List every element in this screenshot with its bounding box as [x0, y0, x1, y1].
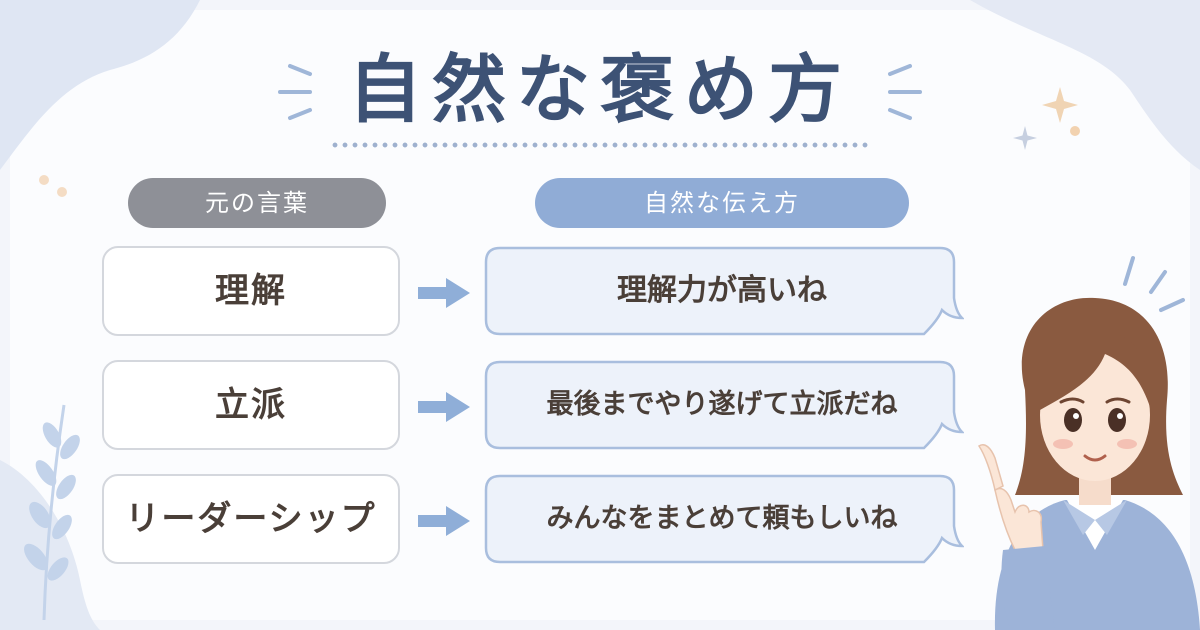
original-word-box: 理解: [102, 246, 400, 336]
natural-expression-text: 最後までやり遂げて立派だね: [546, 389, 898, 420]
background-blob-top-right: [970, 0, 1200, 170]
leaf-icon: [24, 404, 80, 621]
speech-bubble-icon: [484, 246, 964, 336]
sparkle-icon: [1013, 126, 1037, 150]
sparkle-dot-icon: [39, 175, 67, 197]
original-word-box: 立派: [102, 360, 400, 450]
original-word-box: リーダーシップ: [102, 474, 400, 564]
header-original-words: 元の言葉: [128, 178, 386, 228]
arrow-right-icon: [418, 278, 470, 308]
title-emphasis-right-icon: [888, 64, 922, 120]
background-blob-bottom-left: [0, 460, 100, 630]
natural-expression-text: 理解力が高いね: [617, 273, 827, 308]
sparkle-icon: [1042, 87, 1078, 123]
natural-expression-text: みんなをまとめて頼もしいね: [546, 503, 898, 534]
speech-bubble-icon: [484, 360, 964, 450]
speech-bubble: 最後までやり遂げて立派だね: [484, 360, 964, 450]
speech-bubble-icon: [484, 474, 964, 564]
page-title: 自然な褒め方: [348, 47, 852, 133]
title-dotted-divider: [330, 142, 870, 148]
arrow-right-icon: [418, 392, 470, 422]
header-natural-expression: 自然な伝え方: [535, 178, 909, 228]
speech-bubble: 理解力が高いね: [484, 246, 964, 336]
title-emphasis-left-icon: [278, 64, 312, 120]
woman-pointing-illustration: [977, 256, 1200, 630]
background-blob-top-left: [0, 0, 200, 170]
sparkle-dot-icon: [1070, 126, 1080, 136]
arrow-right-icon: [418, 506, 470, 536]
speech-bubble: みんなをまとめて頼もしいね: [484, 474, 964, 564]
